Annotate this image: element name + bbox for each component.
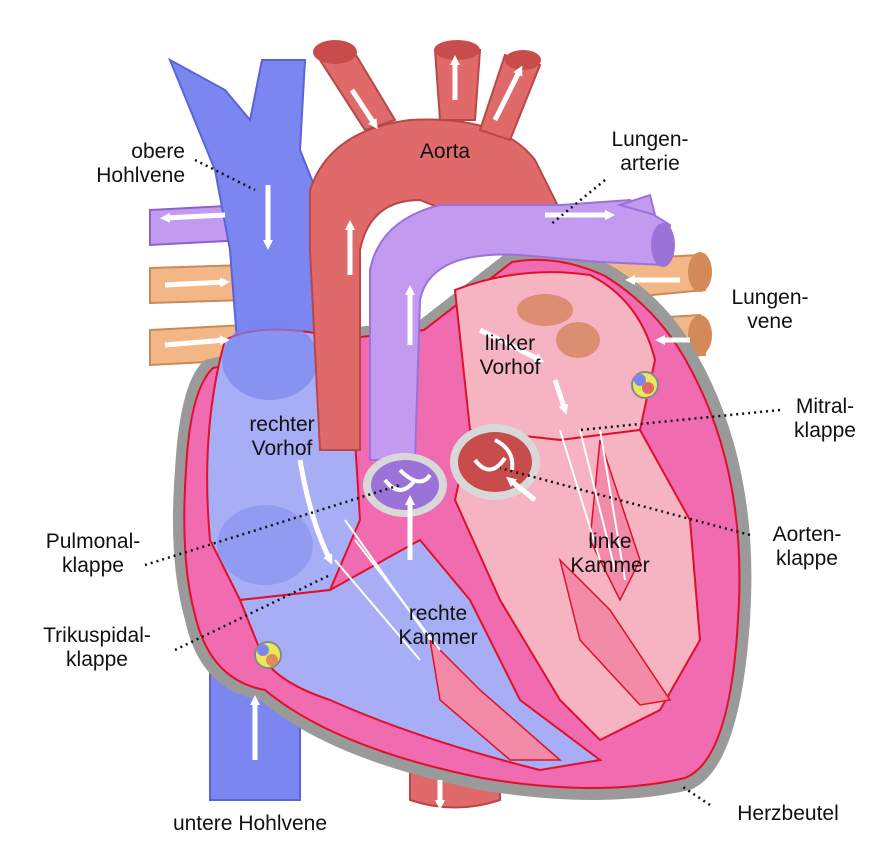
label-lungenarterie: Lungen- arterie [611,128,689,175]
label-leader-lines [144,158,781,807]
label-lungenvene: Lungen- vene [731,286,809,333]
label-trikuspidalklappe: Trikuspidal- klappe [43,624,151,671]
label-linke-kammer: linke Kammer [570,530,650,577]
left-atrium [453,271,657,442]
mitral-valve-leaflets [517,294,600,358]
label-aorta: Aorta [419,140,471,163]
label-pulmonalklappe: Pulmonal- klappe [45,530,141,577]
label-obere-hohlvene: obere Hohlvene [96,140,185,187]
coronary-vessels [254,371,659,669]
label-linker-vorhof: linker Vorhof [479,332,541,379]
chordae-tendineae [334,429,626,661]
flow-arrows [160,55,690,810]
label-herzbeutel: Herzbeutel [737,802,839,825]
label-aortenklappe: Aorten- klappe [772,523,842,570]
right-ventricle [238,538,603,772]
label-rechte-kammer: rechte Kammer [398,602,478,649]
aortic-valve [450,424,540,500]
label-untere-hohlvene: untere Hohlvene [172,812,328,835]
label-mitralklappe: Mitral- klappe [794,395,856,442]
pulmonary-valve [363,453,447,517]
label-rechter-vorhof: rechter Vorhof [249,413,315,460]
